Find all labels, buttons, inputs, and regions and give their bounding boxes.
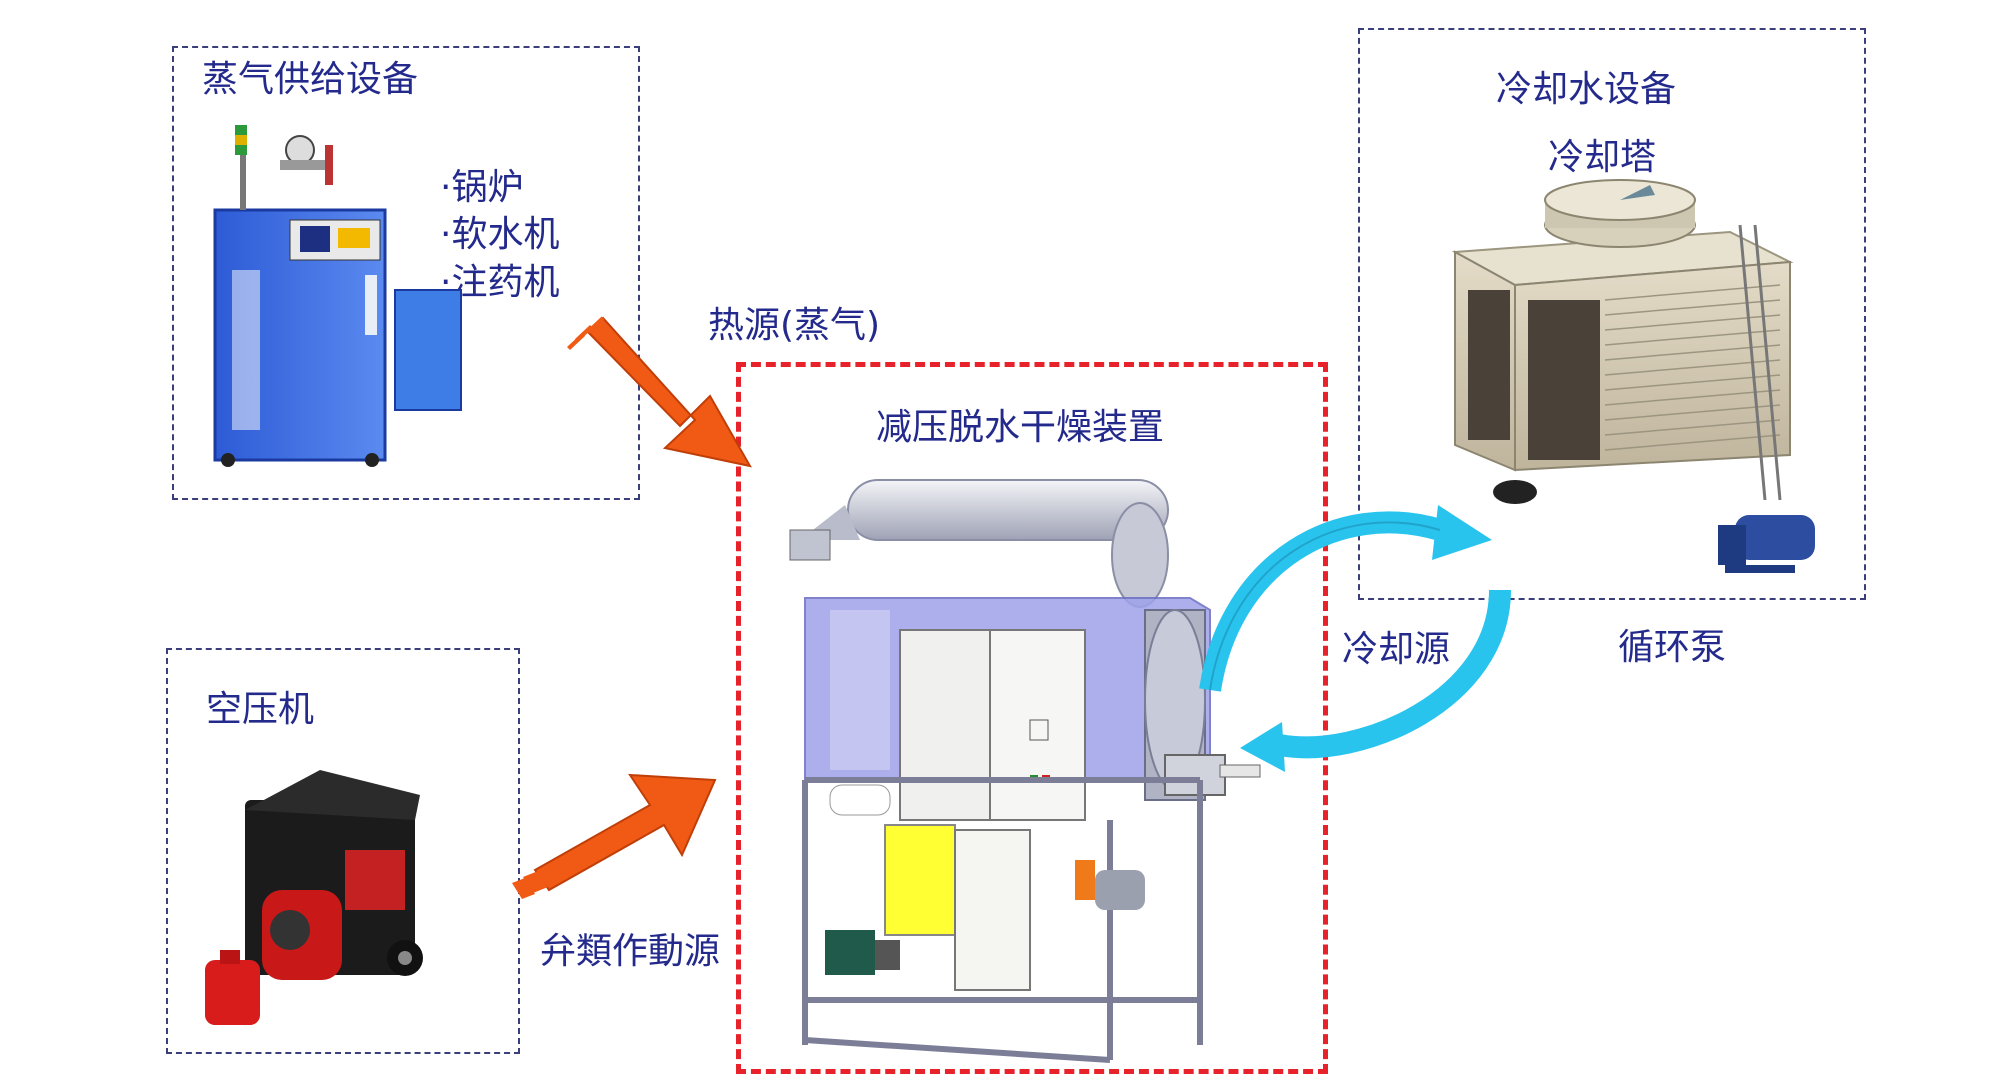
dryer-box <box>736 362 1328 1074</box>
compressor-box <box>166 648 520 1054</box>
circulation-pump-label: 循环泵 <box>1618 627 1727 668</box>
compressor-title: 空压机 <box>206 689 315 730</box>
cooling-cycle-arrows <box>1199 505 1511 772</box>
dryer-title: 减压脱水干燥装置 <box>876 407 1165 448</box>
steam-generator-image <box>213 125 462 467</box>
steam-supply-box <box>172 46 640 500</box>
compressor-image <box>205 770 423 1025</box>
dryer-apparatus-image <box>789 479 1261 1063</box>
cooling-source-label: 冷却源 <box>1342 629 1451 670</box>
cooling-tower-label: 冷却塔 <box>1548 137 1657 178</box>
cooling-water-box <box>1358 28 1866 600</box>
cooling-tower-image <box>1451 179 1815 573</box>
valve-source-label: 弁類作動源 <box>540 931 721 972</box>
circulation-pump-image <box>1718 515 1815 573</box>
steam-item-softener: ·软水机 <box>440 214 560 255</box>
steam-item-boiler: ·锅炉 <box>440 167 524 208</box>
steam-supply-title: 蒸气供给设备 <box>202 59 419 100</box>
valve-source-arrow <box>512 773 717 899</box>
heat-source-arrow <box>567 316 752 468</box>
cooling-water-title: 冷却水设备 <box>1496 69 1677 110</box>
heat-source-label: 热源(蒸气) <box>708 305 881 346</box>
